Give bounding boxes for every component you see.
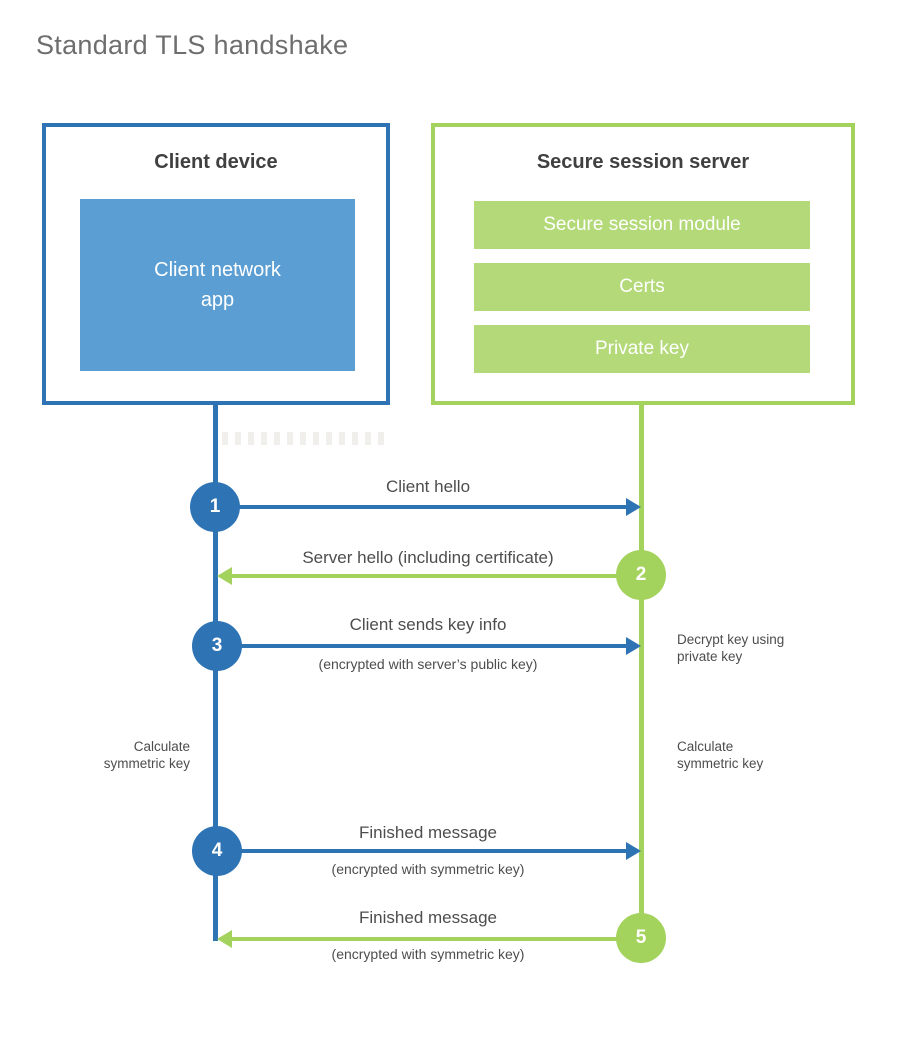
message-1-label: Client hello (385, 477, 471, 496)
client-network-app-box: Client network app (80, 199, 355, 371)
message-5-arrowhead-left-icon (217, 930, 232, 948)
message-3-arrowhead-right-icon (626, 637, 641, 655)
message-5-sublabel: (encrypted with symmetric key) (331, 946, 525, 962)
message-3-sublabel: (encrypted with server’s public key) (318, 656, 538, 672)
message-1-line (215, 505, 628, 509)
message-5-label: Finished message (359, 908, 497, 927)
note-decrypt-key: Decrypt key using private key (677, 632, 785, 664)
message-3-label: Client sends key info (349, 615, 507, 634)
message-1-badge: 1 (190, 482, 240, 532)
server-box: Secure session server Secure session mod… (431, 123, 855, 405)
message-4-line (217, 849, 628, 853)
message-4-badge: 4 (192, 826, 242, 876)
server-module-certs: Certs (474, 263, 810, 311)
message-1-arrowhead-right-icon (626, 498, 641, 516)
client-device-title: Client device (154, 151, 278, 173)
server-title: Secure session server (536, 151, 750, 173)
message-2-arrowhead-left-icon (217, 567, 232, 585)
client-lifeline (213, 405, 218, 941)
message-2-label: Server hello (including certificate) (302, 548, 554, 567)
message-3-badge: 3 (192, 621, 242, 671)
server-module-secure-session: Secure session module (474, 201, 810, 249)
message-5-badge: 5 (616, 913, 666, 963)
message-3-line (217, 644, 628, 648)
message-4-sublabel: (encrypted with symmetric key) (331, 861, 525, 877)
note-calculate-symmetric-key-client: Calculate symmetric key (103, 739, 190, 771)
ghost-dashes (222, 432, 388, 445)
message-2-line (230, 574, 641, 578)
server-lifeline (639, 405, 644, 940)
server-module-private-key: Private key (474, 325, 810, 373)
message-2-badge: 2 (616, 550, 666, 600)
message-4-arrowhead-right-icon (626, 842, 641, 860)
page-title: Standard TLS handshake (36, 30, 349, 60)
message-5-line (230, 937, 641, 941)
client-device-box: Client device Client network app (42, 123, 390, 405)
note-calculate-symmetric-key-server: Calculate symmetric key (677, 739, 764, 771)
message-4-label: Finished message (359, 823, 497, 842)
